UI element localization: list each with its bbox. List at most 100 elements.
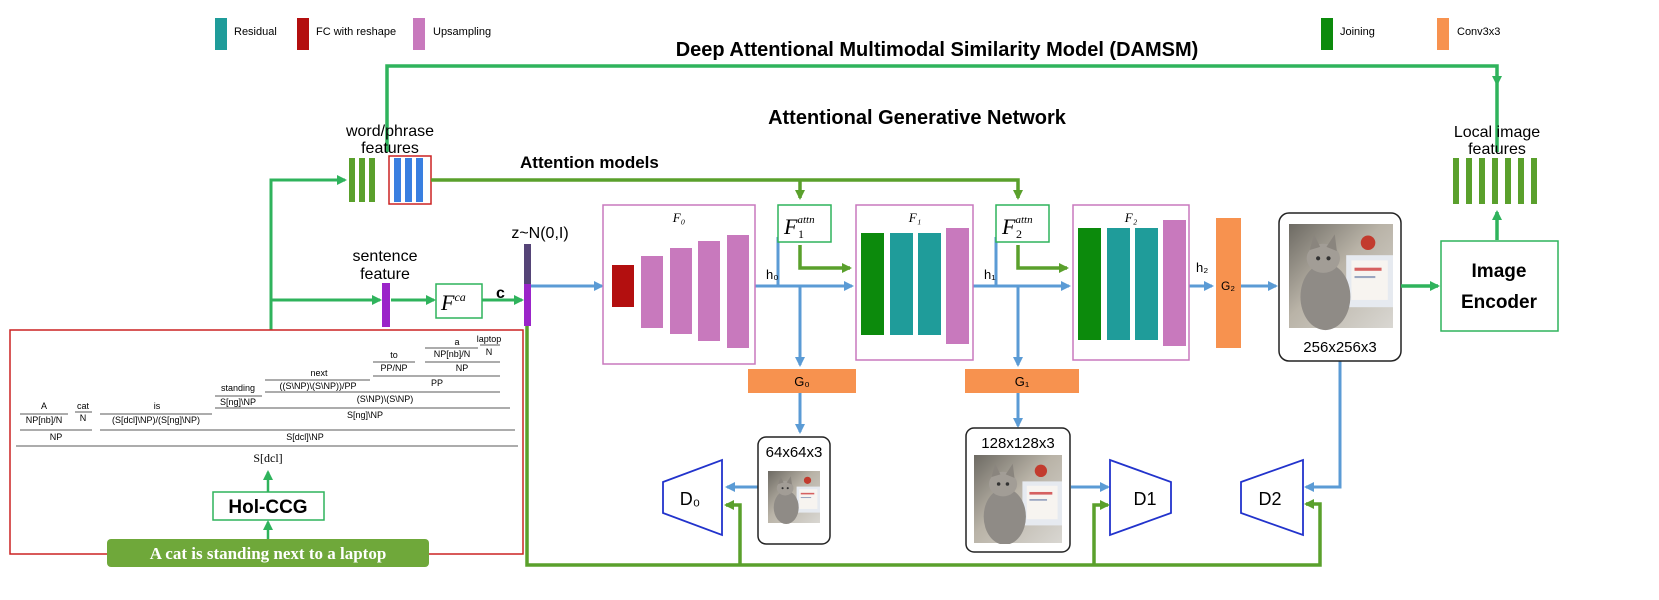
d2-label: D2: [1258, 489, 1281, 509]
noise-bar: [524, 244, 531, 284]
ccg-word-next: next: [310, 368, 328, 378]
g1-label: G₁: [1015, 374, 1030, 389]
input-caption: A cat is standing next to a laptop: [107, 539, 429, 567]
image-128: 128x128x3: [965, 427, 1071, 553]
ccg-word-a1: A: [41, 401, 47, 411]
f2-attn-base: F: [1001, 214, 1016, 239]
cat-photo-64: [768, 471, 820, 525]
c-label: c: [496, 285, 505, 302]
ccg-word-cat: cat: [77, 401, 90, 411]
image-64: 64x64x3: [757, 436, 831, 545]
f1-attn-base: F: [783, 214, 798, 239]
caption-text: A cat is standing next to a laptop: [150, 544, 387, 563]
h2-label: h₂: [1196, 260, 1208, 275]
f2-label: F₂: [1124, 210, 1138, 225]
g1-generator: G₁: [965, 369, 1079, 393]
ccg-word-is: is: [154, 401, 161, 411]
legend-joining-label: Joining: [1340, 26, 1375, 38]
f0-label: F₀: [672, 210, 685, 225]
svg-text:Fattn: Fattn: [783, 214, 815, 239]
f2-block: F₂: [1072, 204, 1190, 361]
ccg-cat-next: ((S\NP)\(S\NP))/PP: [279, 381, 356, 391]
conditioning-augmentation-box: Fca: [435, 283, 483, 319]
f1-block: F₁: [855, 204, 974, 361]
attention-arrows: [431, 178, 1069, 273]
attention-models-title: Attention models: [520, 153, 659, 172]
legend-residual-label: Residual: [234, 26, 277, 38]
svg-text:Fca: Fca: [440, 290, 466, 315]
legend-conv-label: Conv3x3: [1457, 26, 1500, 38]
h1-label: h₁: [984, 267, 996, 282]
image-encoder-line1: Image: [1472, 261, 1527, 282]
image-256: 256x256x3: [1278, 212, 1402, 362]
ccg-derived-np-laptop: NP: [456, 363, 469, 373]
img128-label: 128x128x3: [981, 435, 1054, 452]
d1-label: D1: [1133, 489, 1156, 509]
ccg-word-to: to: [390, 350, 398, 360]
g0-generator: G₀: [748, 369, 856, 393]
d2-discriminator: D2: [1240, 458, 1304, 537]
main-flow-arrows: [531, 237, 1342, 492]
ccg-cat-cat: N: [80, 413, 87, 423]
word-features-block: [349, 155, 432, 205]
ccg-word-laptop: laptop: [477, 334, 502, 344]
legend-conv-swatch: [1437, 18, 1449, 50]
ccg-cat-to: PP/NP: [380, 363, 407, 373]
ccg-word-standing: standing: [221, 383, 255, 393]
ccg-cat-a2: NP[nb]/N: [434, 349, 471, 359]
hol-ccg-box: [212, 491, 325, 521]
svg-text:Fattn: Fattn: [1001, 214, 1033, 239]
cat-photo-128: [974, 455, 1062, 544]
condition-feedback-arrows: [525, 326, 1322, 567]
g2-label: G₂: [1221, 279, 1235, 293]
h0-label: h₀: [766, 267, 779, 282]
f2-attn-sub: 2: [1016, 227, 1022, 241]
d1-discriminator: D1: [1109, 458, 1172, 537]
f1-attn-box: Fattn 1: [777, 204, 832, 243]
d0-discriminator: D₀: [662, 458, 723, 537]
ccg-cat-is: (S[dcl]\NP)/(S[ng]\NP): [112, 415, 200, 425]
f-ca-base: F: [440, 290, 455, 315]
c-bar: [524, 284, 531, 326]
f2-attn-sup: attn: [1015, 214, 1033, 226]
legend-upsampling-swatch: [413, 18, 425, 50]
local-features-label-line2: features: [1468, 141, 1526, 158]
image-encoder-line2: Encoder: [1461, 292, 1538, 313]
ccg-derived-sng: S[ng]\NP: [347, 410, 383, 420]
ccg-cat-laptop: N: [486, 347, 493, 357]
legend-upsampling-label: Upsampling: [433, 26, 491, 38]
ccg-cat-a1: NP[nb]/N: [26, 415, 63, 425]
image-encoder-connections: [1401, 84, 1502, 291]
image-encoder-box: Image Encoder: [1440, 240, 1559, 332]
noise-label: z~N(0,I): [511, 225, 568, 242]
g2-generator: G₂: [1216, 218, 1241, 348]
legend-fc-label: FC with reshape: [316, 26, 396, 38]
f-ca-sup: ca: [454, 290, 465, 304]
local-features-block: [1453, 158, 1537, 204]
agn-title: Attentional Generative Network: [768, 107, 1067, 129]
g0-label: G₀: [794, 374, 810, 389]
sentence-feature-label-line1: sentence: [353, 248, 418, 265]
damsm-title: Deep Attentional Multimodal Similarity M…: [676, 39, 1199, 61]
damsm-connection: [385, 64, 1502, 152]
ccg-cat-standing: S[ng]\NP: [220, 397, 256, 407]
ccg-panel: A cat is standing next to a laptop NP[nb…: [9, 329, 524, 555]
ccg-derived-sdcl-np: S[dcl]\NP: [286, 432, 324, 442]
legend-fc-swatch: [297, 18, 309, 50]
f0-block: F₀: [602, 204, 756, 365]
word-features-label-line1: word/phrase: [345, 123, 434, 140]
legend-residual-swatch: [215, 18, 227, 50]
sentence-feature-bar: [382, 283, 390, 327]
ccg-derived-np-cat: NP: [50, 432, 63, 442]
legend-joining-swatch: [1321, 18, 1333, 50]
f1-attn-sub: 1: [798, 227, 804, 241]
text-feature-arrows: [269, 175, 524, 360]
img256-label: 256x256x3: [1303, 339, 1376, 356]
legend: Residual FC with reshape Upsampling Join…: [215, 18, 1500, 50]
word-features-label-line2: features: [361, 140, 419, 157]
sentence-feature-label-line2: feature: [360, 266, 410, 283]
hol-ccg-label: Hol-CCG: [228, 497, 307, 518]
f1-label: F₁: [908, 210, 921, 225]
ccg-root: S[dcl]: [253, 451, 282, 465]
